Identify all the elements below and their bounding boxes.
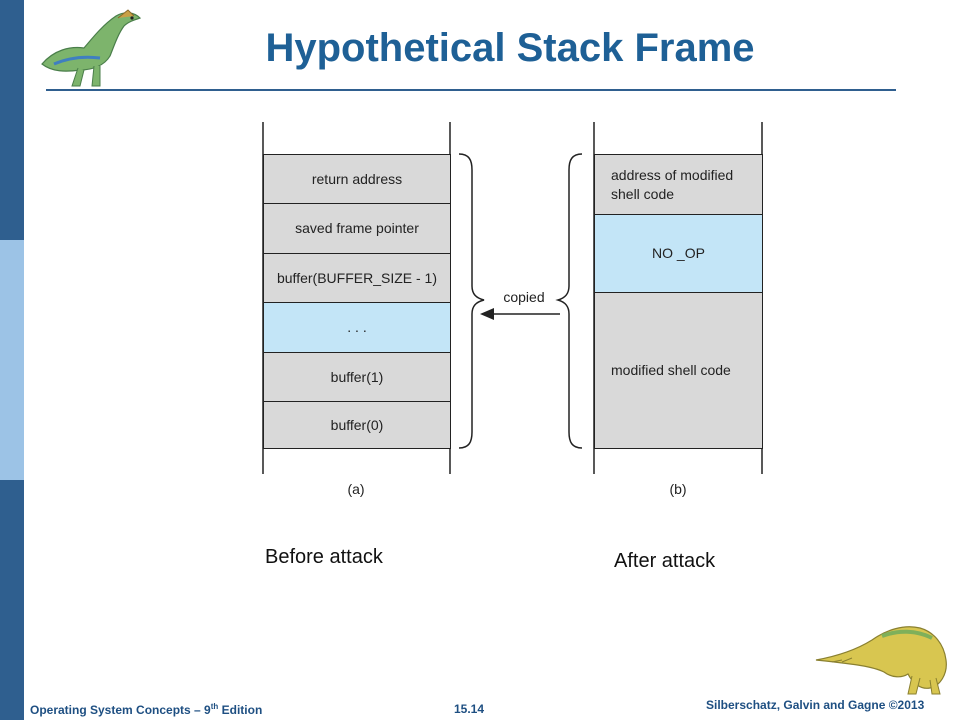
stack-a-cell-buffer-0: buffer(0) (263, 401, 451, 449)
stack-a-cell-buffer-1: buffer(1) (263, 352, 451, 401)
cell-label: buffer(1) (330, 368, 384, 385)
brace-left (458, 153, 485, 449)
stack-a-cell-ellipsis: . . . (263, 302, 451, 352)
dinosaur-icon (812, 616, 952, 696)
stack-a-cell-saved-frame-pointer: saved frame pointer (263, 203, 451, 253)
stack-a-label: (a) (326, 478, 386, 500)
accent-bar-bottom (0, 480, 24, 720)
cell-label: buffer(0) (330, 416, 384, 433)
subfigure-label-a: (a) (347, 480, 365, 497)
page-number: 15.14 (454, 702, 485, 716)
footer-edition-text: Edition (218, 703, 263, 717)
caption-after-attack: After attack (614, 550, 716, 572)
left-accent-bar (0, 0, 24, 720)
cell-label: saved frame pointer (295, 220, 419, 236)
footer-edition-superscript: th (210, 702, 219, 711)
stack-a-cell-buffer-last: buffer(BUFFER_SIZE - 1) (263, 253, 451, 302)
accent-bar-middle (0, 240, 24, 480)
title-divider (46, 89, 896, 91)
stack-b-label: (b) (648, 478, 708, 500)
stack-frame-diagram: return address saved frame pointer buffe… (262, 122, 764, 500)
cell-label: . . . (347, 319, 367, 335)
cell-label: NO _OP (652, 245, 705, 261)
caption-before-attack: Before attack (265, 546, 383, 568)
stack-a-cell-return-address: return address (263, 154, 451, 203)
arrow-label-text: copied (503, 288, 545, 305)
stack-b-cell-address-of-shell-code: address of modified shell code (594, 154, 763, 214)
copied-label: copied (494, 286, 554, 308)
dinosaur-icon (34, 6, 146, 90)
footer-book-title: Operating System Concepts – 9th Edition (30, 702, 262, 717)
stack-b-cell-no-op: NO _OP (594, 214, 763, 292)
accent-bar-top (0, 0, 24, 240)
cell-label: address of modified shell code (611, 166, 734, 202)
footer-copyright: Silberschatz, Galvin and Gagne ©2013 (706, 698, 925, 712)
brace-right (555, 153, 583, 449)
subfigure-label-b: (b) (669, 480, 687, 497)
page-title: Hypothetical Stack Frame (265, 26, 755, 70)
stack-b-cell-modified-shell-code: modified shell code (594, 292, 763, 449)
cell-label: buffer(BUFFER_SIZE - 1) (276, 269, 437, 286)
cell-label: modified shell code (611, 362, 731, 378)
footer-book-title-text: Operating System Concepts – 9 (30, 703, 211, 717)
cell-label: return address (311, 170, 403, 187)
